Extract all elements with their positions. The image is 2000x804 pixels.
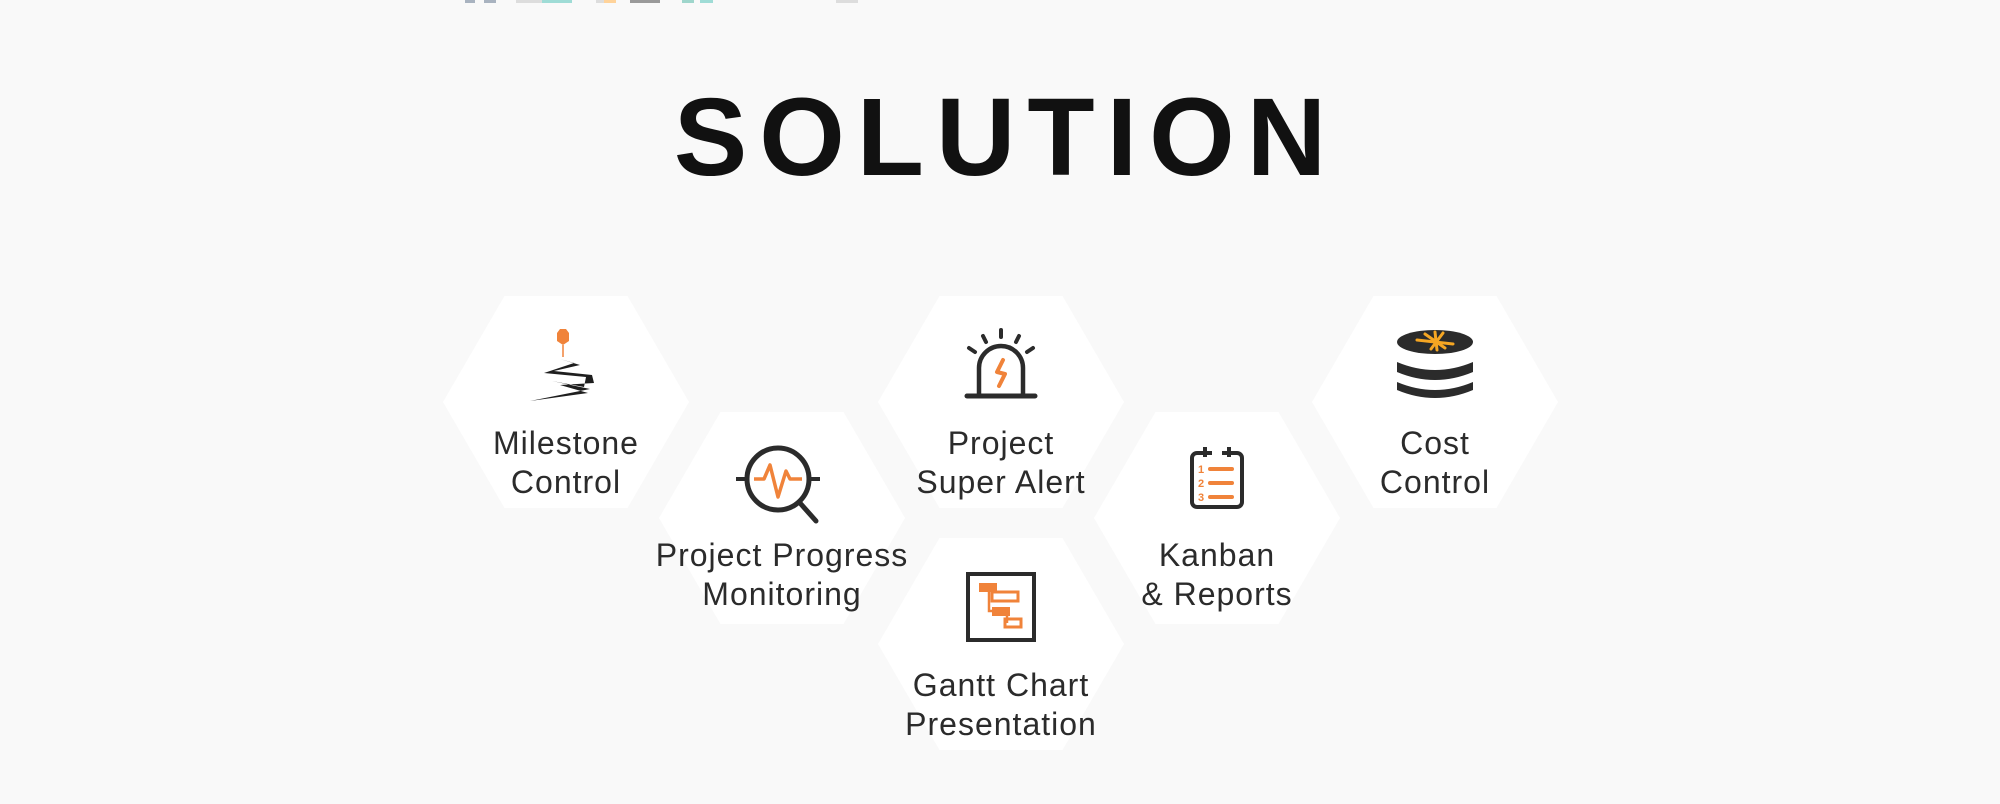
solution-label: Cost — [1400, 425, 1470, 461]
svg-text:3: 3 — [1198, 492, 1204, 504]
decorative-strip — [630, 0, 660, 3]
solution-label: Presentation — [905, 706, 1097, 742]
coin-stack-icon — [1397, 330, 1473, 398]
decorative-strip — [604, 0, 616, 3]
svg-text:2: 2 — [1198, 478, 1204, 490]
decorative-strip — [484, 0, 496, 3]
solution-cost-control[interactable]: Cost Control — [1312, 296, 1558, 508]
solution-label: Monitoring — [702, 576, 862, 612]
solution-label: Gantt Chart — [912, 667, 1090, 703]
solution-project-super-alert[interactable]: Project Super Alert — [878, 296, 1124, 508]
solution-label: Project — [947, 425, 1055, 461]
solution-label: Project Progress — [655, 537, 909, 573]
solution-label: Control — [1379, 464, 1491, 500]
svg-text:1: 1 — [1198, 464, 1204, 476]
milestone-icon — [530, 329, 594, 401]
solution-kanban-reports[interactable]: 1 2 3 Kanban & Reports — [1094, 412, 1340, 624]
solution-gantt-chart-presentation[interactable]: Gantt Chart Presentation — [878, 538, 1124, 750]
decorative-strip — [596, 0, 604, 3]
solution-project-progress-monitoring[interactable]: Project Progress Monitoring — [656, 412, 907, 624]
solution-label: & Reports — [1141, 576, 1293, 612]
decorative-strip — [836, 0, 858, 3]
decorative-strip — [516, 0, 542, 3]
solution-label: Milestone — [493, 425, 639, 461]
solution-label: Control — [510, 464, 622, 500]
decorative-strip — [682, 0, 694, 3]
decorative-strip — [465, 0, 475, 3]
solution-milestone-control[interactable]: Milestone Control — [443, 296, 689, 508]
page-title: SOLUTION — [673, 76, 1339, 199]
solution-label: Kanban — [1158, 537, 1276, 573]
gantt-chart-icon — [966, 572, 1036, 642]
alarm-light-icon — [964, 328, 1038, 399]
decorative-strip — [700, 0, 713, 3]
decorative-strip — [542, 0, 572, 3]
clipboard-list-icon: 1 2 3 — [1190, 447, 1244, 509]
progress-monitoring-icon — [736, 445, 820, 524]
solution-label: Super Alert — [916, 464, 1086, 500]
